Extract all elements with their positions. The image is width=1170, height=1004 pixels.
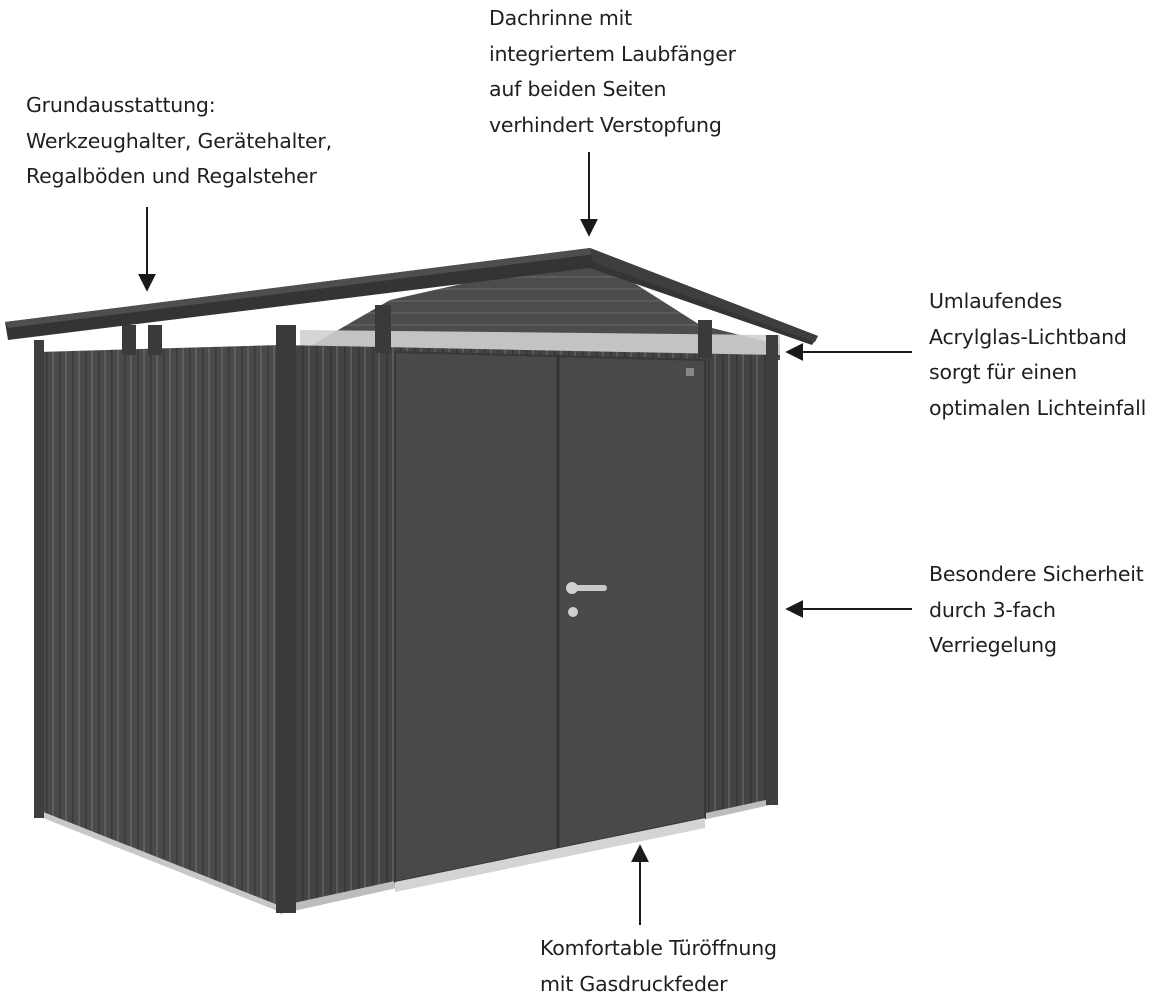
annotation-security: Besondere Sicherheit durch 3-fach Verrie… [929, 557, 1144, 664]
annotation-line: optimalen Lichteinfall [929, 395, 1147, 420]
annotation-line: auf beiden Seiten [489, 77, 667, 101]
annotation-skylight: Umlaufendes Acrylglas-Lichtband sorgt fü… [929, 284, 1146, 426]
annotation-line: durch 3-fach [929, 597, 1056, 622]
annotation-line: verhindert Verstopfung [489, 112, 722, 137]
annotation-door: Komfortable Türöffnung mit Gasdruckfeder [540, 931, 777, 1002]
annotation-line: Umlaufendes [929, 289, 1063, 313]
annotation-line: Dachrinne mit [489, 6, 632, 30]
double-door [394, 350, 706, 892]
annotation-line: sorgt für einen [929, 360, 1077, 384]
annotation-line: Regalböden und Regalsteher [26, 164, 317, 188]
roof [5, 248, 818, 345]
annotation-interior: Grundausstattung: Werkzeughalter, Geräte… [26, 88, 332, 195]
annotation-line: Acrylglas-Lichtband [929, 324, 1127, 349]
annotation-line: Komfortable Türöffnung [540, 936, 777, 960]
annotation-line: Grundausstattung: [26, 93, 216, 117]
annotation-line: mit Gasdruckfeder [540, 971, 728, 996]
annotation-gutter: Dachrinne mit integriertem Laubfänger au… [489, 1, 736, 143]
annotation-line: Besondere Sicherheit [929, 562, 1144, 586]
annotation-line: Verriegelung [929, 633, 1057, 657]
corner-posts [34, 305, 778, 913]
left-wall [38, 345, 280, 912]
annotation-line: Werkzeughalter, Gerätehalter, [26, 128, 332, 153]
door-handle [566, 582, 607, 617]
annotation-line: integriertem Laubfänger [489, 41, 736, 66]
annotation-arrows [138, 152, 912, 925]
